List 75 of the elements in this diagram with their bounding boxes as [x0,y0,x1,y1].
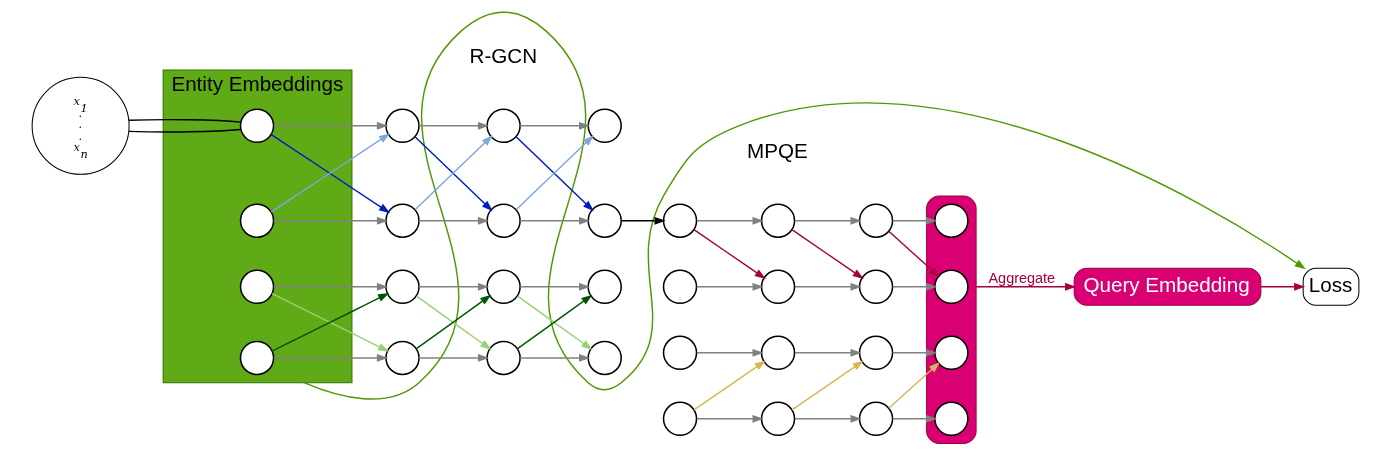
arrow [888,362,940,409]
node-circle [385,108,420,144]
node-circle [239,108,275,144]
node-circle [662,401,698,437]
arrow [891,216,937,225]
node-circle [587,108,622,144]
arrow [975,282,1077,291]
node-circle [385,269,420,305]
arrow [272,282,389,291]
node-circle [486,269,521,305]
arrow [791,360,864,411]
node-circle [587,269,622,305]
arrow [272,121,389,130]
arrow [418,216,490,225]
arrow [272,216,389,225]
arrow [696,282,764,291]
node-circle [760,203,796,238]
node-circle [239,203,275,238]
arrow [519,121,591,130]
arrow [519,282,591,291]
edge-label: Aggregate [988,269,1056,286]
arrow [693,228,766,279]
node-circle [760,335,796,371]
node-circle [934,203,969,238]
arrow [418,282,490,291]
node-circle [486,203,521,238]
arrow [794,282,862,291]
arrow [888,230,940,278]
node-circle [934,401,969,437]
arrow [891,348,937,357]
node-circle [760,401,796,437]
arrow [418,354,490,362]
node-circle [486,108,521,144]
node-circle [662,335,698,371]
node-box: Loss [1302,267,1360,306]
arrow [271,292,390,352]
node-box: Query Embedding [1073,267,1262,306]
arrow [891,282,937,291]
node-circle [760,269,796,305]
arrow [794,216,862,225]
node-circle [486,340,521,376]
node-circle [239,269,275,305]
node-circle [662,269,698,305]
arrow [696,348,764,357]
arrow [303,11,1306,400]
arrow [693,360,766,411]
arrow [519,216,591,225]
arrow [1260,282,1306,291]
arrow [696,414,764,423]
connector [128,118,242,123]
node-circle [385,203,420,238]
node-circle [858,269,894,305]
label: R-GCN [469,43,538,67]
arrow [696,216,764,225]
arrow [794,348,862,357]
arrow [620,216,666,225]
node-circle [587,203,622,238]
arrow [891,414,937,423]
connector [128,128,242,133]
arrow [418,121,490,130]
node-circle [934,335,969,371]
node-circle [858,203,894,238]
cluster: Entity Embeddings [162,69,353,384]
node-circle [385,340,420,376]
node-circle [934,269,969,305]
node-circle [858,335,894,371]
arrow [272,354,389,362]
node-circle [239,340,275,376]
node-circle [858,401,894,437]
node-circle [662,203,698,238]
node-circle [587,340,622,376]
label: MPQE [747,138,808,162]
arrow [519,354,591,362]
arrow [791,228,864,279]
arrow [794,414,862,423]
